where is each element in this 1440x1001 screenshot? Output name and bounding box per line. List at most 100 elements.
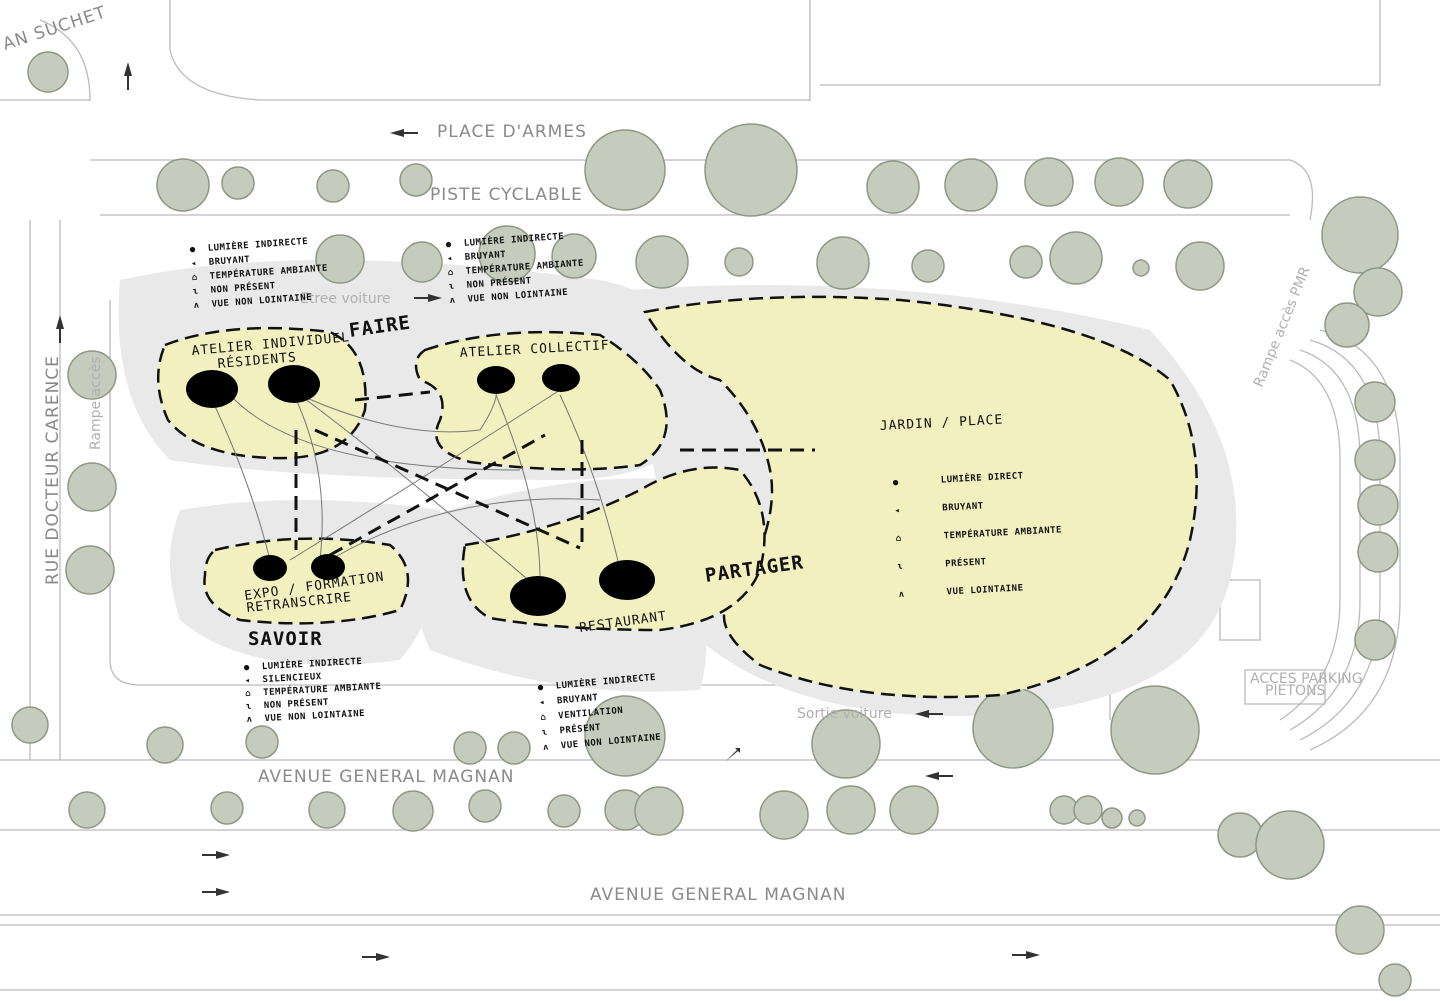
mountain-icon: ʌ (449, 296, 456, 306)
tree (315, 234, 365, 284)
legend-item: VUE LOINTAINE (946, 583, 1023, 597)
street-label-place-armes: PLACE D'ARMES (437, 122, 587, 142)
tree (1128, 809, 1146, 827)
tree (67, 350, 117, 400)
label-pietons: PIETONS (1265, 683, 1325, 699)
tree (1110, 685, 1200, 775)
zones (156, 295, 1198, 699)
tree (1175, 241, 1225, 291)
legend-item: PRÉSENT (945, 555, 987, 569)
arrow-icon (124, 62, 132, 90)
tree (478, 225, 536, 283)
house-icon: ⌂ (245, 689, 251, 699)
mountain-icon: ʌ (543, 742, 550, 752)
speaker-icon: ◂ (894, 506, 900, 516)
label-rampe-small: Rampe accès (88, 357, 104, 450)
node (599, 560, 655, 600)
label-acces-parking: ACCES PARKING (1250, 671, 1363, 687)
label-piste-cyclable: PISTE CYCLABLE (430, 185, 583, 205)
tree (1049, 231, 1103, 285)
arrow-icon (414, 294, 442, 302)
label-residents: RÉSIDENTS (217, 349, 298, 372)
tree (221, 166, 255, 200)
tree (1354, 381, 1396, 423)
label-sortie-voiture: Sortie voiture (797, 706, 892, 722)
tree (724, 247, 754, 277)
legend-item: NON PRÉSENT (264, 696, 330, 711)
tree (399, 163, 433, 197)
sun-icon: ● (893, 478, 900, 488)
label-savoir: SAVOIR (248, 628, 323, 650)
person-icon: ɩ (448, 282, 455, 292)
tree (210, 791, 244, 825)
tree (889, 785, 939, 835)
node (542, 364, 580, 392)
person-icon: ɩ (246, 702, 252, 712)
mountain-icon: ʌ (193, 301, 200, 311)
node (186, 370, 238, 408)
tree (67, 462, 117, 512)
label-rampe-pmr: Rampe accès PMR (1251, 264, 1314, 389)
sun-icon: ● (244, 663, 251, 673)
zone-expo (203, 537, 410, 625)
arrow-icon (725, 748, 740, 762)
tree (826, 785, 876, 835)
tree (68, 791, 106, 829)
arrow-icon (1012, 951, 1040, 959)
mountain-icon: ʌ (246, 715, 253, 725)
tree (634, 786, 684, 836)
tree (1357, 484, 1399, 526)
tree (401, 241, 443, 283)
arrow-icon (202, 851, 230, 859)
tree (1357, 531, 1399, 573)
node (477, 366, 515, 394)
house-icon: ⌂ (540, 713, 547, 723)
tree (1163, 159, 1213, 209)
activity-nodes (186, 364, 655, 616)
trees (11, 51, 1412, 997)
mountain-icon: ʌ (898, 590, 905, 600)
tree (584, 129, 666, 211)
legend-item: PRÉSENT (559, 721, 601, 737)
tree (11, 706, 49, 744)
person-icon: ɩ (192, 287, 199, 297)
label-jardin: JARDIN / PLACE (879, 413, 1003, 434)
tree (156, 158, 210, 212)
tree (1321, 196, 1399, 274)
tree (1094, 157, 1144, 207)
sun-icon: ● (537, 683, 544, 693)
arrow-icon (56, 315, 64, 343)
tree (1009, 245, 1043, 279)
legend-item: VUE NON LOINTAINE (264, 709, 365, 724)
legend-item: BRUYANT (557, 693, 599, 707)
street-label-avenue-1: AVENUE GENERAL MAGNAN (258, 767, 514, 787)
tree (551, 233, 597, 279)
tree (811, 709, 881, 779)
legend-item: SILENCIEUX (262, 672, 322, 685)
connections (211, 384, 815, 591)
tree (911, 249, 945, 283)
arrow-icon (925, 772, 953, 780)
speaker-icon: ◂ (244, 676, 250, 686)
tree (704, 123, 798, 217)
tree (468, 789, 502, 823)
house-icon: ⌂ (191, 273, 198, 283)
house-icon: ⌂ (447, 268, 454, 278)
speaker-icon: ◂ (446, 254, 453, 264)
speaker-icon: ◂ (539, 698, 546, 708)
tree (1324, 302, 1370, 348)
tree (453, 731, 487, 765)
tree (1255, 810, 1325, 880)
tree (146, 726, 184, 764)
tree (1132, 259, 1150, 277)
zone-atelier-collectif (414, 330, 668, 471)
street-label-suchet: AN SUCHET (0, 2, 109, 54)
zone-jardin (643, 295, 1198, 699)
street-label-avenue-2: AVENUE GENERAL MAGNAN (590, 885, 846, 905)
speaker-icon: ◂ (190, 259, 197, 269)
sun-icon: ● (446, 240, 453, 250)
sun-icon: ● (190, 245, 197, 255)
node (510, 576, 566, 616)
node (268, 365, 320, 403)
